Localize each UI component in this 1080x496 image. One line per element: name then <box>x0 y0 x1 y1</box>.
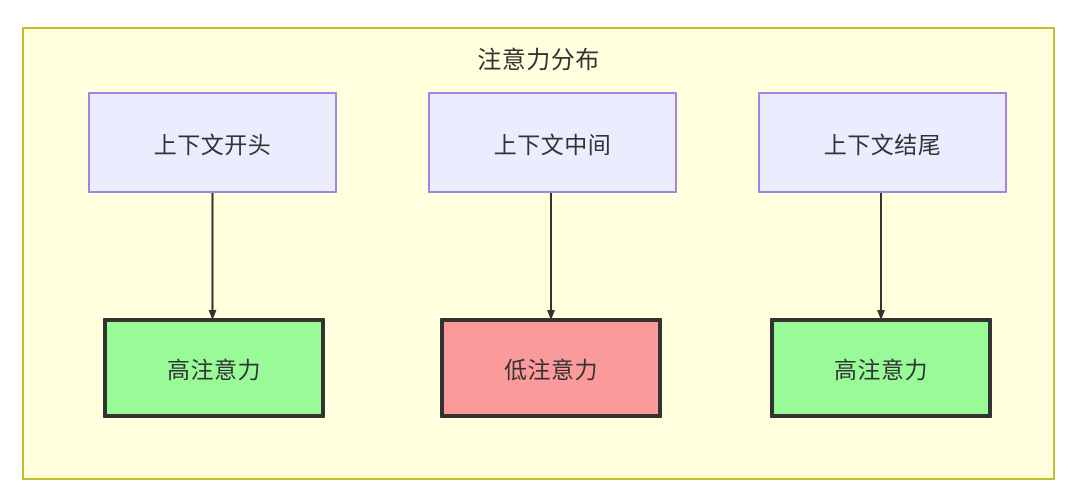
node-context-middle[interactable]: 上下文中间 <box>428 92 677 193</box>
node-high-attention-start-label: 高注意力 <box>167 357 261 383</box>
node-high-attention-start[interactable]: 高注意力 <box>103 318 325 418</box>
node-context-start[interactable]: 上下文开头 <box>88 92 337 193</box>
node-context-start-label: 上下文开头 <box>153 131 272 158</box>
node-context-middle-label: 上下文中间 <box>493 131 612 158</box>
node-high-attention-end[interactable]: 高注意力 <box>770 318 992 418</box>
node-context-end[interactable]: 上下文结尾 <box>758 92 1007 193</box>
node-context-end-label: 上下文结尾 <box>823 131 942 158</box>
node-low-attention-middle-label: 低注意力 <box>504 357 598 383</box>
node-high-attention-end-label: 高注意力 <box>834 357 928 383</box>
subgraph-title: 注意力分布 <box>477 47 600 74</box>
node-low-attention-middle[interactable]: 低注意力 <box>440 318 662 418</box>
